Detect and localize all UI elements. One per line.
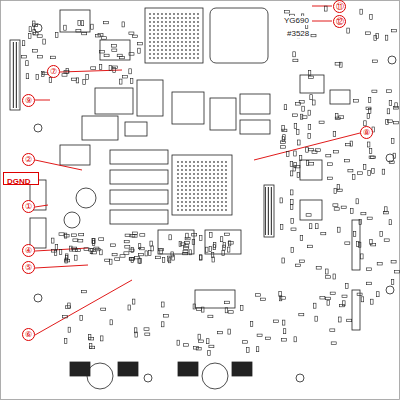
callout-number: ⑦: [47, 65, 60, 78]
callout-number: ⑨: [22, 94, 35, 107]
callout-number: ①: [22, 200, 35, 213]
callout-number: ⑤: [22, 261, 35, 274]
callout-number: ⑥: [22, 328, 35, 341]
node-text: DGND: [7, 177, 31, 186]
callout-number: ④: [22, 244, 35, 257]
callout-number: ②: [22, 153, 35, 166]
ground-tag: DGND: [3, 172, 39, 185]
board-marking: YG690: [283, 16, 310, 25]
callout-number: ⑧: [360, 126, 373, 139]
callout-number: ⑫: [333, 15, 346, 28]
board-marking: #3528: [286, 29, 310, 38]
callout-number: ⑪: [333, 0, 346, 13]
